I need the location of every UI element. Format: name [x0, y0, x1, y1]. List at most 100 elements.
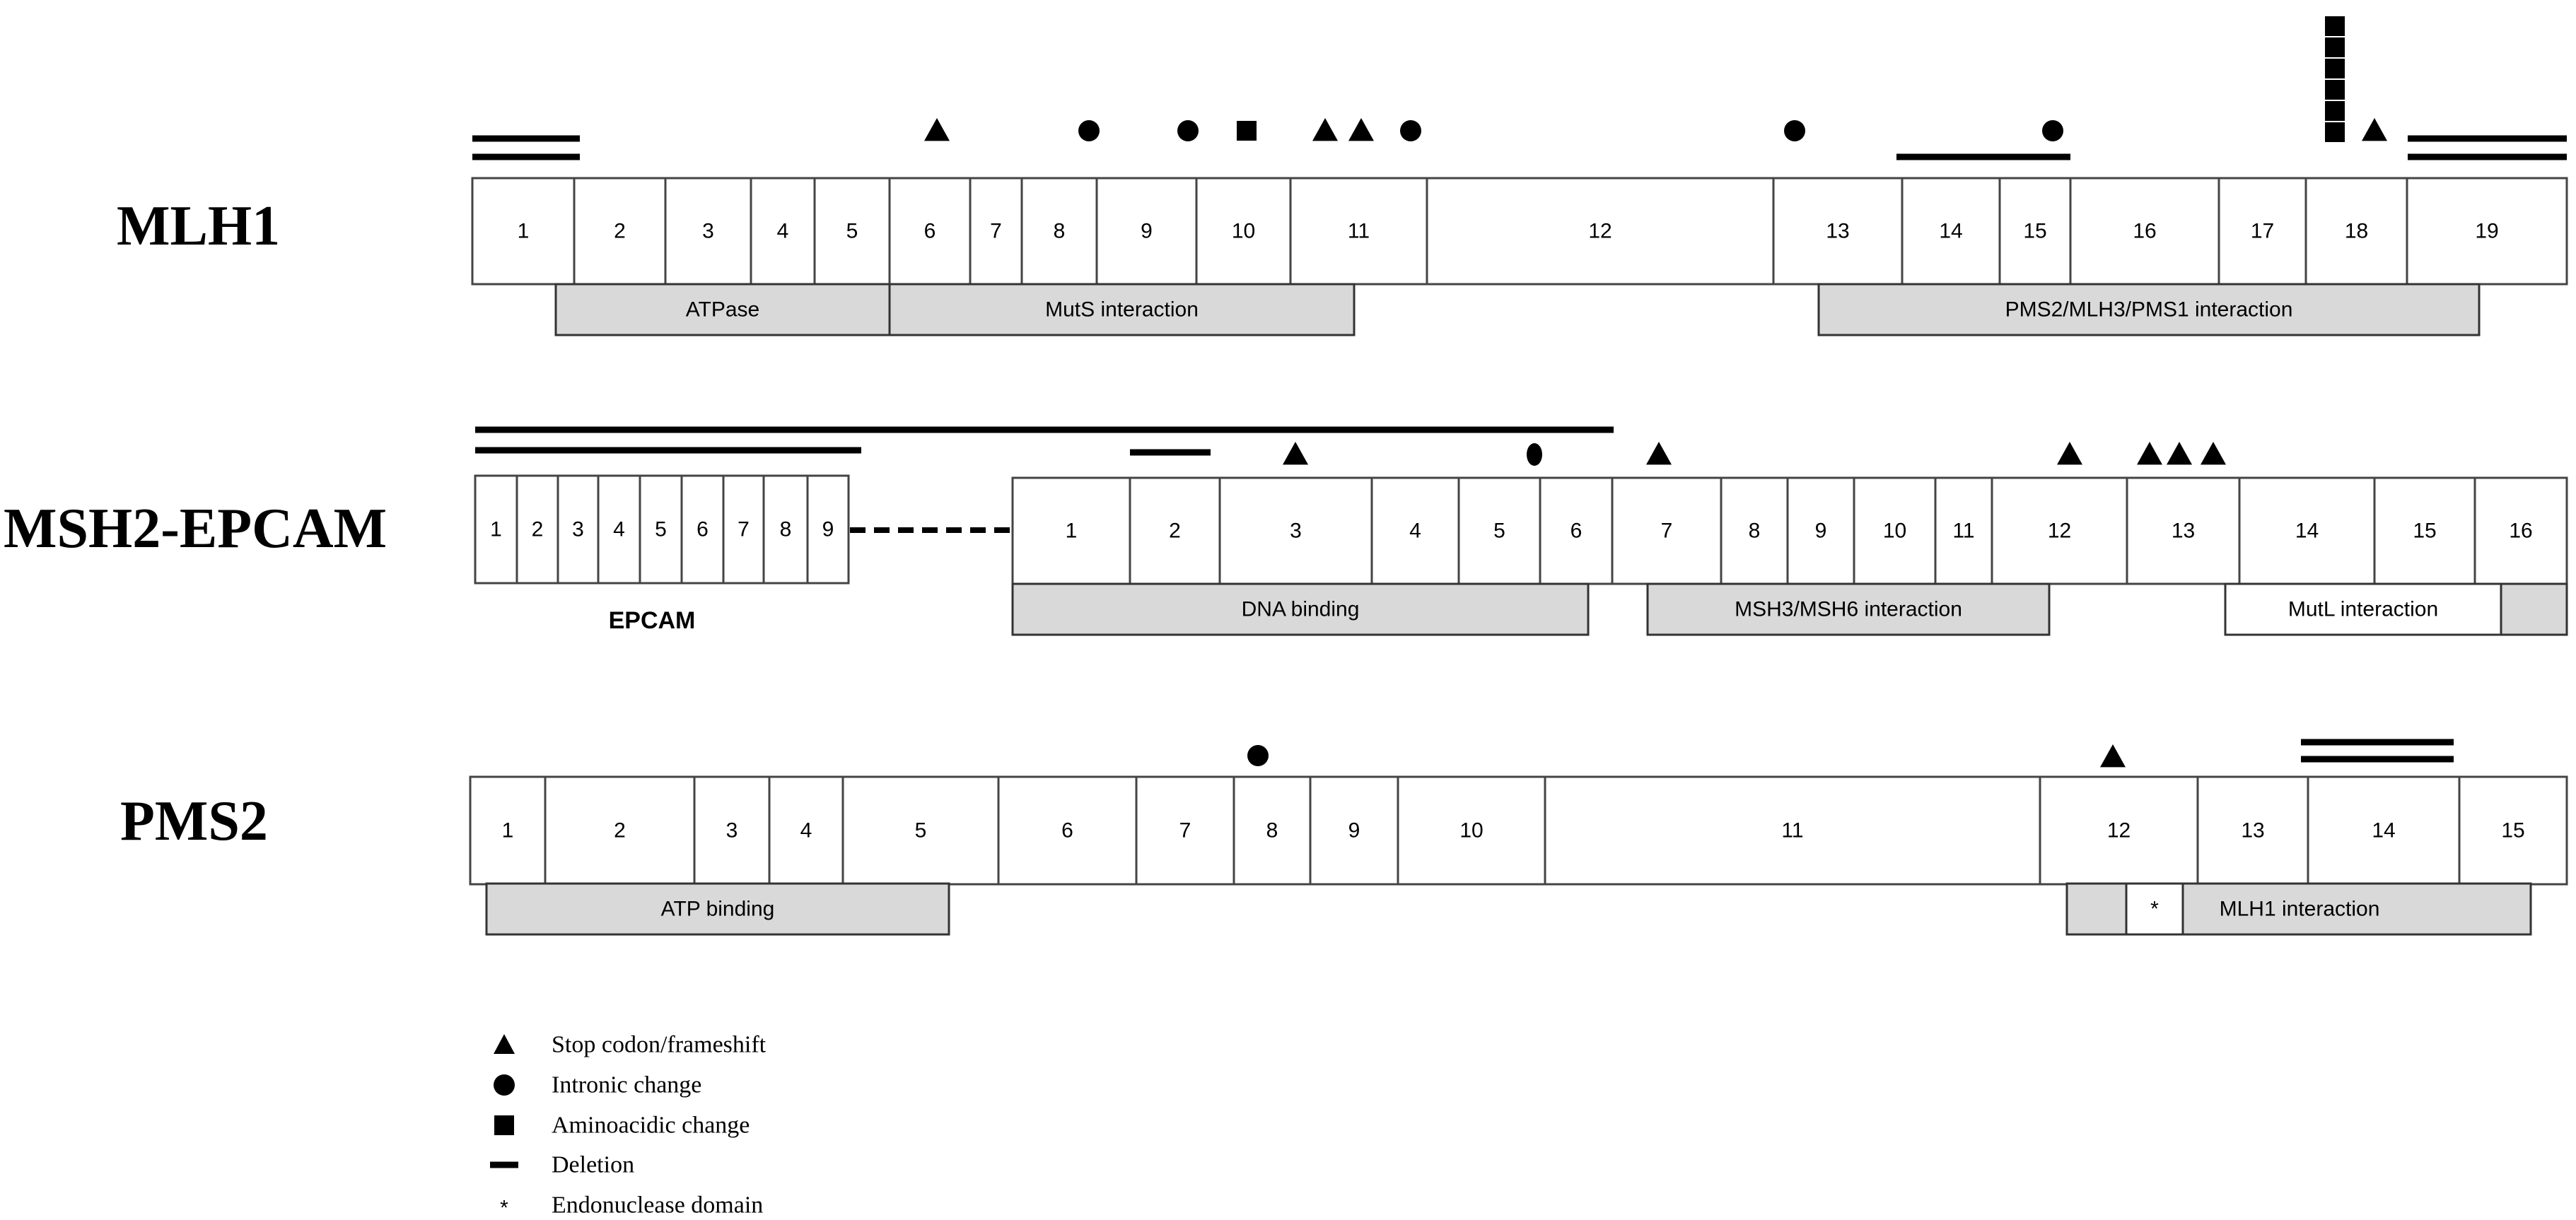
msh2-exon-label: 2 [1169, 520, 1181, 543]
pms2-exon-label: 1 [502, 819, 514, 843]
mlh1-exon-label: 8 [1054, 220, 1066, 243]
legend-label: Stop codon/frameshift [552, 1032, 767, 1058]
msh2-exon-label: 10 [1883, 520, 1906, 543]
stop-marker [2167, 442, 2192, 465]
epcam-exon-label: 5 [655, 518, 667, 541]
msh2-exon-12 [1991, 476, 2128, 585]
stop-marker [1348, 118, 1374, 141]
stop-marker [1312, 118, 1338, 141]
legend-asterisk-icon: * [500, 1197, 508, 1220]
msh2-exon-10 [1853, 476, 1937, 585]
domain-pms2-mlh3-pms1-interaction [1817, 283, 2481, 336]
epcam-exon-1 [474, 474, 518, 585]
pms2-exon-label: 10 [1459, 819, 1483, 843]
mlh1-exon-label: 2 [614, 220, 626, 243]
legend-square-icon [494, 1115, 514, 1135]
pms2-exon-3 [693, 775, 771, 886]
msh2-exon-7 [1611, 476, 1723, 585]
stop-marker [2201, 442, 2226, 465]
stop-marker [1646, 442, 1672, 465]
intronic-marker [1177, 120, 1199, 141]
pms2-exon-11 [1544, 775, 2041, 886]
mlh1-exon-label: 7 [990, 220, 1002, 243]
amino-marker [2325, 37, 2345, 57]
mlh1-exon-label: 10 [1232, 220, 1255, 243]
pms2-exon-1 [469, 775, 547, 886]
pms2-exon-14 [2307, 775, 2461, 886]
pms2-exon-label: 9 [1348, 819, 1360, 843]
gene-title-mlh1: MLH1 [117, 195, 280, 257]
domain-atpase [554, 283, 891, 336]
mlh1-exon-1 [471, 177, 576, 286]
pms2-exon-label: 13 [2241, 819, 2264, 843]
msh2-exon-11 [1934, 476, 1993, 585]
mlh1-exon-label: 12 [1588, 220, 1612, 243]
msh2-exon-14 [2238, 476, 2376, 585]
msh2-exon-label: 12 [2048, 520, 2071, 543]
mlh1-exon-label: 5 [846, 220, 858, 243]
domain-muts-interaction-label: MutS interaction [1045, 298, 1199, 322]
endonuclease-asterisk: * [2150, 898, 2159, 921]
domain-atpase-label: ATPase [686, 298, 760, 322]
pms2-exon-7 [1135, 775, 1235, 886]
msh2-exon-4 [1370, 476, 1460, 585]
stop-marker [1283, 442, 1308, 465]
msh2-exon-1 [1011, 476, 1131, 585]
mlh1-exon-label: 17 [2251, 220, 2274, 243]
msh2-exon-label: 1 [1066, 520, 1078, 543]
pms2-exon-6 [997, 775, 1138, 886]
epcam-exon-label: 7 [738, 518, 750, 541]
msh2-exon-label: 4 [1409, 520, 1421, 543]
epcam-exon-label: 1 [490, 518, 502, 541]
pms2-exon-label: 6 [1061, 819, 1073, 843]
epcam-exon-label: 6 [697, 518, 709, 541]
mlh1-exon-label: 11 [1348, 220, 1370, 243]
pms2-exon-label: 3 [726, 819, 738, 843]
mlh1-exon-label: 6 [924, 220, 936, 243]
stop-marker [2362, 118, 2387, 141]
amino-marker [2325, 16, 2345, 36]
mlh1-exon-14 [1901, 177, 2001, 286]
epcam-exon-label: 8 [780, 518, 792, 541]
msh2-exon-label: 16 [2509, 520, 2532, 543]
stop-marker [924, 118, 950, 141]
epcam-exon-7 [722, 474, 765, 585]
domain-msh3-msh6-interaction-label: MSH3/MSH6 interaction [1735, 598, 1962, 621]
mlh1-exon-label: 4 [777, 220, 789, 243]
msh2-exon-label: 13 [2172, 520, 2195, 543]
epcam-exon-8 [762, 474, 809, 585]
msh2-exon-label: 8 [1749, 520, 1761, 543]
msh2-exon-6 [1539, 476, 1614, 585]
mlh1-exon-18 [2304, 177, 2408, 286]
intronic-marker [1078, 120, 1100, 141]
epcam-exon-4 [597, 474, 641, 585]
domain-atp-binding-label: ATP binding [661, 898, 775, 921]
endonuclease-domain-box [2125, 882, 2184, 936]
mlh1-exon-17 [2217, 177, 2307, 286]
epcam-exon-label: 2 [532, 518, 544, 541]
mlh1-exon-label: 9 [1141, 220, 1153, 243]
stop-marker [2100, 744, 2126, 768]
mlh1-exon-label: 3 [702, 220, 714, 243]
msh2-exon-5 [1457, 476, 1541, 585]
msh2-exon-label: 9 [1815, 520, 1827, 543]
intronic-marker [1247, 745, 1269, 766]
mlh1-exon-8 [1020, 177, 1098, 286]
msh2-exon-label: 3 [1290, 520, 1302, 543]
pms2-exon-label: 7 [1179, 819, 1191, 843]
epcam-exon-2 [515, 474, 559, 585]
epcam-exon-label: 3 [572, 518, 584, 541]
mlh1-exon-label: 1 [518, 220, 530, 243]
domain-dna-binding-label: DNA binding [1242, 598, 1360, 621]
mlh1-exon-19 [2406, 177, 2568, 286]
amino-marker [2325, 80, 2345, 100]
intronic-marker [2042, 120, 2063, 141]
domain-mutl-interaction-end [2500, 582, 2568, 636]
mlh1-exon-label: 19 [2475, 220, 2498, 243]
intronic-marker [1527, 443, 1542, 466]
gene-title-msh2-epcam: MSH2-EPCAM [4, 498, 387, 560]
mlh1-exon-label: 18 [2345, 220, 2368, 243]
